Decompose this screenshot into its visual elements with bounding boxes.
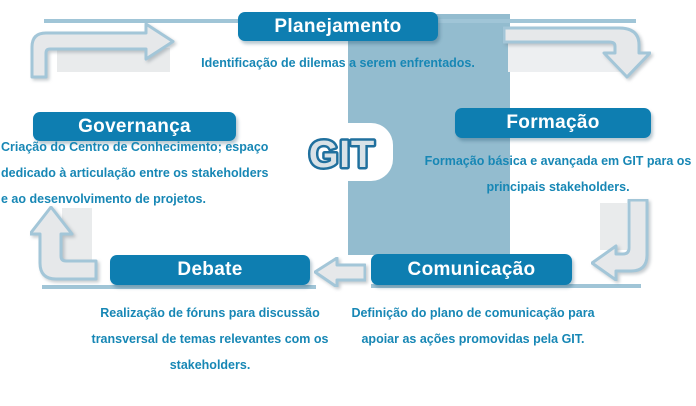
node-label: Debate	[177, 259, 243, 280]
desc-debate: Realização de fóruns para discussão tran…	[91, 306, 329, 372]
git-logo: GIT	[291, 123, 393, 181]
arrow-shadow	[600, 203, 627, 250]
bottom-right-connector-line	[371, 284, 641, 288]
node-label: Governança	[78, 115, 191, 137]
desc-planejamento: Identificação de dilemas a serem enfrent…	[201, 56, 475, 70]
elbow-arrow-right-icon	[30, 23, 175, 79]
arrow-shadow	[62, 208, 92, 265]
elbow-arrow-left-icon	[591, 199, 649, 281]
desc-comunicacao: Definição do plano de comunicação para a…	[351, 306, 595, 346]
bottom-left-connector-line	[42, 285, 316, 289]
node-comunicacao: Comunicação	[371, 254, 572, 285]
node-governanca: Governança	[33, 112, 236, 141]
arrow-left-icon	[314, 257, 366, 287]
elbow-arrow-up-icon	[30, 206, 98, 281]
node-debate: Debate	[110, 255, 310, 285]
desc-governanca: Criação do Centro de Conhecimento; espaç…	[1, 140, 269, 206]
node-formacao: Formação	[455, 108, 651, 138]
elbow-arrow-down-icon	[503, 26, 651, 79]
desc-formacao: Formação básica e avançada em GIT para o…	[424, 154, 692, 194]
node-label: Comunicação	[407, 258, 536, 280]
git-logo-text: GIT	[309, 134, 375, 176]
node-label: Formação	[506, 112, 600, 133]
git-logo-icon: GIT	[306, 132, 376, 179]
node-label: Planejamento	[274, 15, 402, 37]
node-planejamento: Planejamento	[238, 12, 438, 41]
